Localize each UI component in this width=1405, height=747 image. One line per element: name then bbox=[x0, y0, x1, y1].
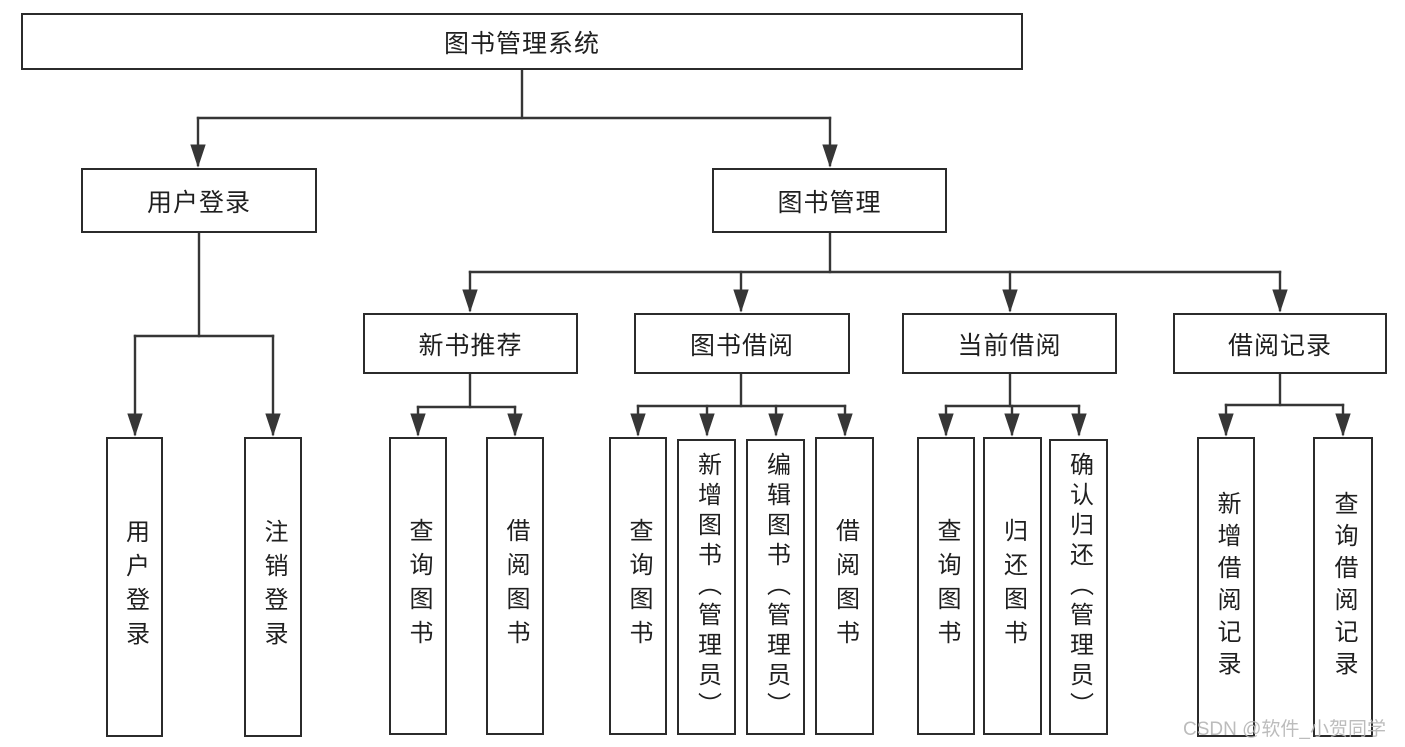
node-book-management: 图书管理 bbox=[712, 168, 947, 233]
leaf-query-borrow-record-label: 查询借阅记录 bbox=[1330, 491, 1357, 683]
leaf-add-books-admin: 新增图书（管理员） bbox=[677, 439, 736, 735]
leaf-borrow-books-label: 借阅图书 bbox=[831, 518, 859, 654]
leaf-recommend-borrow-books: 借阅图书 bbox=[486, 437, 544, 735]
leaf-query-borrow-record: 查询借阅记录 bbox=[1313, 437, 1373, 737]
node-borrowing-records-label: 借阅记录 bbox=[1227, 331, 1332, 360]
leaf-borrow-books: 借阅图书 bbox=[815, 437, 874, 735]
node-user-login: 用户登录 bbox=[81, 168, 317, 233]
node-new-book-recommend: 新书推荐 bbox=[363, 313, 578, 374]
node-book-borrowing-label: 图书借阅 bbox=[689, 331, 794, 360]
csdn-watermark: CSDN @软件_小贺同学 bbox=[1183, 719, 1386, 740]
leaf-logout-label: 注销登录 bbox=[260, 519, 287, 655]
leaf-return-books-label: 归还图书 bbox=[999, 518, 1027, 654]
leaf-borrow-query-books: 查询图书 bbox=[609, 437, 667, 735]
node-new-book-recommend-label: 新书推荐 bbox=[418, 331, 523, 360]
node-library-system-label: 图书管理系统 bbox=[443, 29, 600, 58]
leaf-recommend-borrow-books-label: 借阅图书 bbox=[502, 518, 529, 654]
leaf-edit-books-admin-label: 编辑图书（管理员） bbox=[762, 452, 790, 722]
leaf-confirm-return-admin: 确认归还（管理员） bbox=[1049, 439, 1108, 735]
leaf-recommend-query-books: 查询图书 bbox=[389, 437, 447, 735]
node-book-borrowing: 图书借阅 bbox=[634, 313, 850, 374]
leaf-return-books: 归还图书 bbox=[983, 437, 1042, 735]
leaf-add-borrow-record-label: 新增借阅记录 bbox=[1213, 491, 1240, 683]
node-borrowing-records: 借阅记录 bbox=[1173, 313, 1387, 374]
leaf-add-borrow-record: 新增借阅记录 bbox=[1197, 437, 1255, 737]
leaf-add-books-admin-label: 新增图书（管理员） bbox=[693, 452, 721, 722]
leaf-current-query-books-label: 查询图书 bbox=[933, 518, 960, 654]
leaf-borrow-query-books-label: 查询图书 bbox=[625, 518, 652, 654]
leaf-user-login: 用户登录 bbox=[106, 437, 163, 737]
node-user-login-label: 用户登录 bbox=[146, 188, 251, 217]
leaf-current-query-books: 查询图书 bbox=[917, 437, 975, 735]
leaf-recommend-query-books-label: 查询图书 bbox=[405, 518, 432, 654]
node-current-borrowing: 当前借阅 bbox=[902, 313, 1117, 374]
leaf-logout: 注销登录 bbox=[244, 437, 302, 737]
leaf-user-login-label: 用户登录 bbox=[121, 519, 149, 655]
node-library-system: 图书管理系统 bbox=[21, 13, 1023, 70]
node-current-borrowing-label: 当前借阅 bbox=[957, 331, 1062, 360]
leaf-confirm-return-admin-label: 确认归还（管理员） bbox=[1065, 452, 1093, 722]
node-book-management-label: 图书管理 bbox=[777, 188, 882, 217]
leaf-edit-books-admin: 编辑图书（管理员） bbox=[746, 439, 805, 735]
